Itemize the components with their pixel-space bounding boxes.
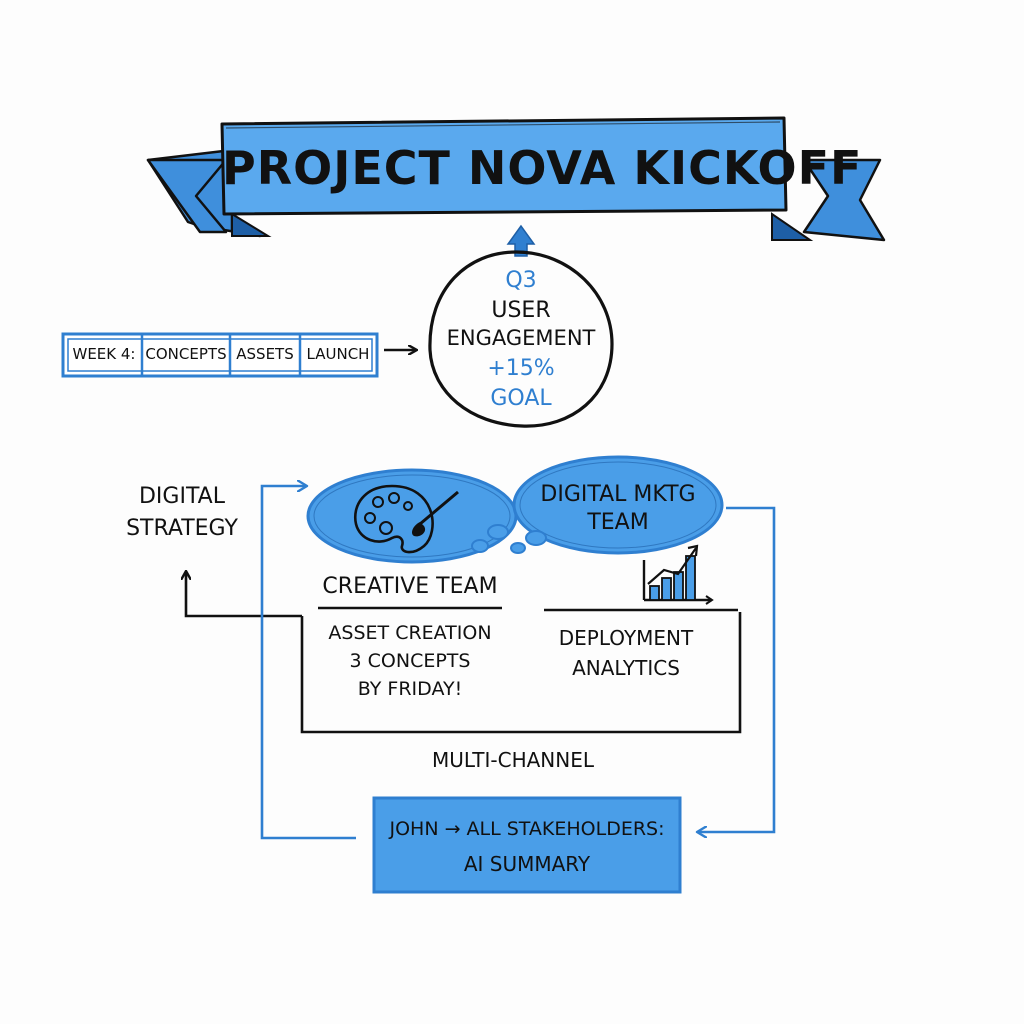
marketing-bubble-line2: TEAM xyxy=(587,510,649,535)
goal-target: +15% xyxy=(487,356,555,381)
strategy-label-line2: STRATEGY xyxy=(126,516,238,541)
up-arrow-icon xyxy=(506,224,536,257)
goal-metric-line1: USER xyxy=(491,298,551,323)
summary-line1: JOHN → ALL STAKEHOLDERS: xyxy=(389,818,665,840)
paint-palette-icon xyxy=(353,484,434,554)
marketing-detail-line2: ANALYTICS xyxy=(572,656,680,680)
teams-bracket xyxy=(300,612,742,734)
goal-quarter: Q3 xyxy=(505,268,537,293)
title-banner xyxy=(146,116,886,242)
goal-metric-line2: ENGAGEMENT xyxy=(446,326,596,350)
arrow-to-strategy xyxy=(186,572,302,618)
blue-loop-right xyxy=(698,506,776,832)
week-timeline xyxy=(61,332,379,378)
multi-channel-label: MULTI-CHANNEL xyxy=(431,748,594,772)
goal-circle xyxy=(428,250,614,428)
banner-band xyxy=(220,116,788,216)
marketing-bubble xyxy=(510,455,724,555)
creative-team-heading: CREATIVE TEAM xyxy=(322,574,498,599)
bar-chart-growth-icon xyxy=(642,544,714,605)
marketing-bubble-line1: DIGITAL MKTG xyxy=(540,482,696,507)
timeline-cell-launch: LAUNCH xyxy=(306,345,370,363)
paintbrush-icon xyxy=(412,490,459,537)
timeline-cell-concepts: CONCEPTS xyxy=(145,345,227,363)
goal-label: GOAL xyxy=(490,386,552,411)
marketing-detail-line1: DEPLOYMENT xyxy=(558,626,694,650)
creative-detail-line2: 3 CONCEPTS xyxy=(349,650,471,672)
banner-tail-right xyxy=(802,158,886,242)
creative-detail-line3: BY FRIDAY! xyxy=(357,678,463,700)
creative-bubble xyxy=(306,468,518,564)
page-title: PROJECT NOVA KICKOFF xyxy=(222,141,863,195)
creative-detail-line1: ASSET CREATION xyxy=(328,622,492,644)
timeline-cell-assets: ASSETS xyxy=(236,345,294,363)
summary-box xyxy=(372,796,682,894)
summary-line2: AI SUMMARY xyxy=(463,852,591,876)
timeline-cell-week: WEEK 4: xyxy=(72,345,136,363)
blue-loop-left xyxy=(260,486,356,840)
strategy-label-line1: DIGITAL xyxy=(138,484,225,509)
